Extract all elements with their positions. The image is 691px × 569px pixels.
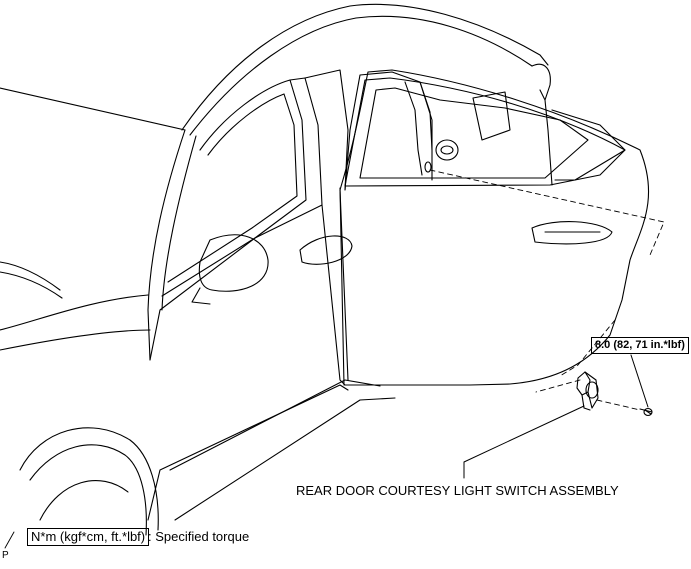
body-upper-line <box>0 87 186 131</box>
courtesy-light-switch <box>576 371 599 411</box>
mounting-bolt <box>639 407 653 417</box>
roof-line-inner <box>189 15 533 136</box>
side-mirror-stem <box>191 287 211 305</box>
part-name-label: REAR DOOR COURTESY LIGHT SWITCH ASSEMBLY <box>296 483 619 498</box>
door-striker <box>435 139 459 161</box>
rear-door-inner-edge <box>339 189 349 381</box>
hood-edge <box>0 329 151 351</box>
front-door-lower <box>147 384 349 521</box>
front-door-handle <box>299 235 353 265</box>
rear-door-window-inner <box>359 87 589 179</box>
part-leader <box>463 405 585 479</box>
b-pillar-edge <box>304 69 349 191</box>
fender-lines <box>0 261 149 331</box>
rear-door-window-divider <box>544 99 553 186</box>
corner-code: P <box>2 550 9 561</box>
rocker-sill <box>169 379 381 471</box>
rocker-lower <box>174 397 396 521</box>
front-door-outline <box>149 204 346 386</box>
dashed-alignment-switch <box>535 379 581 393</box>
door-opening <box>344 71 433 191</box>
door-opening-seal <box>339 187 345 386</box>
door-striker-inner <box>440 145 454 155</box>
torque-leader <box>630 354 649 408</box>
roof-line <box>181 3 549 131</box>
dashed-alignment-bolt <box>596 399 641 411</box>
a-pillar <box>147 129 186 361</box>
body-quarter-window <box>472 91 511 141</box>
a-pillar-inner <box>161 135 197 311</box>
c-pillar-trim <box>404 81 423 176</box>
corner-slash <box>4 531 15 549</box>
front-wheel-arch-inner <box>29 444 147 536</box>
dashed-alignment-side <box>559 319 616 377</box>
rear-door-outer <box>339 69 650 386</box>
rear-door-handle <box>531 221 613 245</box>
torque-spec-box: 8.0 (82, 71 in.*lbf) <box>591 337 689 354</box>
front-window-frame <box>161 79 307 297</box>
dashed-alignment-top <box>429 169 665 256</box>
rear-door-window-frame <box>344 77 626 187</box>
side-mirror <box>198 234 269 292</box>
legend-description: : Specified torque <box>148 529 250 544</box>
front-wheel-arch <box>19 427 159 531</box>
b-pillar <box>289 77 323 206</box>
legend-unit-box: N*m (kgf*cm, ft.*lbf) <box>27 528 150 546</box>
roof-rear-cap <box>531 63 551 101</box>
front-tire <box>39 480 129 521</box>
front-window-frame-inner <box>167 93 298 283</box>
rear-door-quarter-glass <box>551 109 626 181</box>
pillar-switch-hole <box>424 161 432 173</box>
c-pillar-trim-2 <box>419 81 433 151</box>
